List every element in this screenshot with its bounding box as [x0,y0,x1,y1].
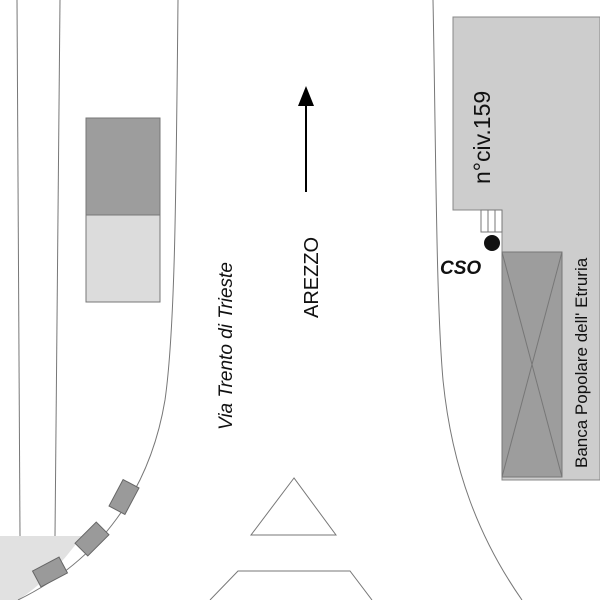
street-label: Via Trento di Trieste [216,262,237,430]
cso-label: CSO [440,258,481,279]
direction-arrow-icon [298,86,314,106]
cso-location-marker[interactable] [484,235,500,251]
bank-building-cross [501,251,563,478]
road-edge-right [432,0,523,600]
parked-cars [31,478,140,588]
building-civ-159 [452,16,600,481]
building-left-light [85,214,161,303]
parked-car [108,478,140,516]
building-left-dark [85,117,161,216]
building-number-label: n°civ.159 [469,91,495,184]
parked-car [74,521,110,557]
sidewalk-line-inner [54,0,61,537]
traffic-island-trapezoid [209,570,373,600]
parked-car [31,556,69,588]
entrance-steps [480,209,503,233]
bank-label: Banca Popolare dell' Etruria [572,257,591,468]
sidewalk-line-outer [16,0,21,537]
traffic-island-triangle [249,477,337,536]
direction-label: AREZZO [301,237,323,318]
